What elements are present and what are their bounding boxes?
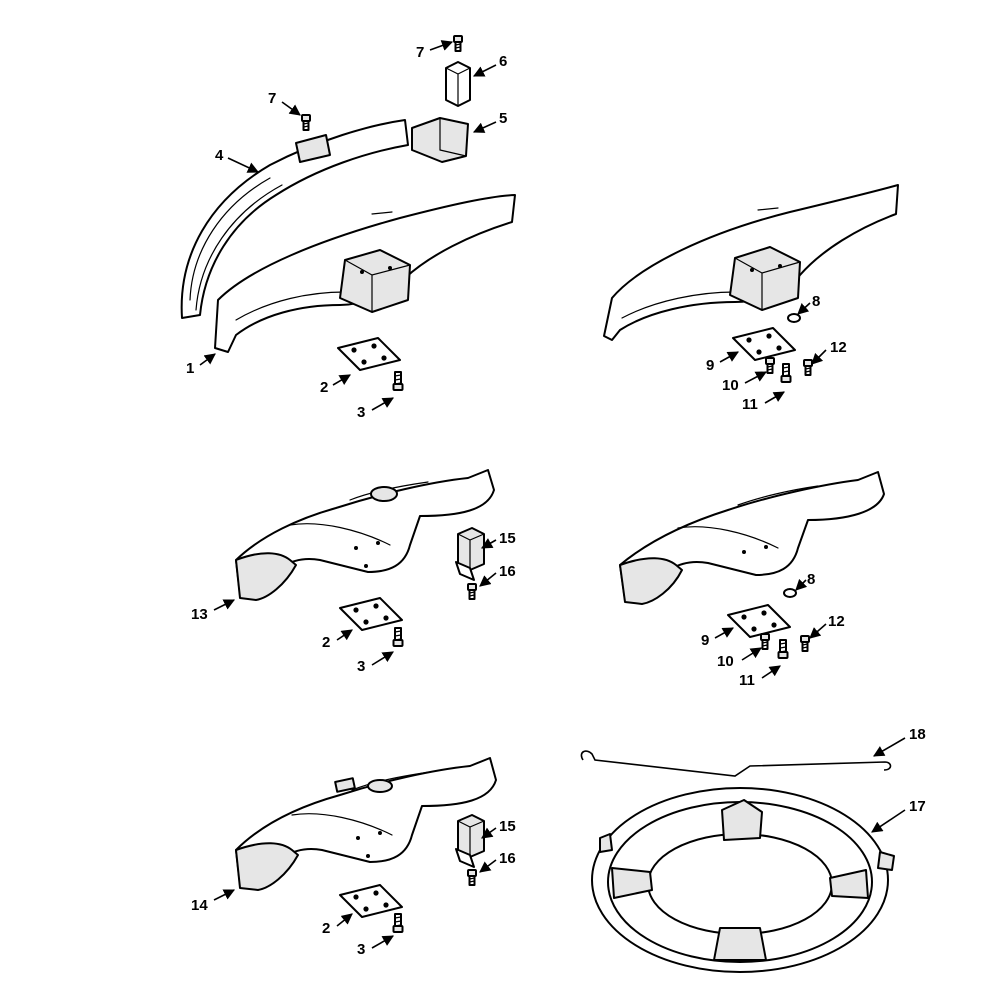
callout-11: 11 [742,396,758,413]
screw-7b [301,114,311,131]
screw-12b [803,359,813,376]
plate-9d [727,604,791,638]
callout-14: 14 [191,897,208,914]
callout-2: 2 [322,920,330,937]
screw-10d [760,633,770,650]
plate-2e [339,884,403,918]
guard-extension-4 [180,119,409,319]
washer-8b [787,313,801,323]
callout-11: 11 [739,672,755,689]
guard-ring-17 [591,787,895,973]
guard-assembly-d [619,471,885,659]
guard-assembly-e [235,757,497,933]
callout-15: 15 [499,530,516,547]
wire-clip-18 [580,750,892,777]
screw-10b [765,357,775,374]
screw-16c [467,583,477,600]
callout-16: 16 [499,850,516,867]
callout-12: 12 [830,339,847,356]
bracket-15c [455,527,485,581]
callout-16: 16 [499,563,516,580]
screw-7a [453,35,463,52]
guard-assembly-a [180,35,516,391]
screw-3a [392,371,404,391]
callout-7: 7 [268,90,276,107]
guard-assembly-c [235,469,495,647]
callout-3: 3 [357,404,365,421]
callout-2: 2 [320,379,328,396]
callout-labels: 1 2 3 4 5 6 7 7 8 9 10 11 12 13 2 3 15 1… [186,44,926,958]
callout-leaders [199,40,906,949]
callout-9: 9 [701,632,709,649]
screw-3e [392,913,404,933]
callout-4: 4 [215,147,224,164]
screw-11b [780,363,792,383]
guard-assembly-f [580,750,895,973]
screw-11d [777,639,789,659]
blade-guard-14 [235,757,497,889]
callout-12: 12 [828,613,845,630]
mount-box [339,249,411,313]
callout-13: 13 [191,606,208,623]
bracket-15e [455,814,485,868]
screw-12d [800,635,810,652]
callout-2: 2 [322,634,330,651]
callout-3: 3 [357,658,365,675]
callout-5: 5 [499,110,507,127]
callout-10: 10 [717,653,734,670]
plate-2a [337,337,401,371]
screw-16e [467,869,477,886]
washer-8d [783,588,797,598]
callout-8: 8 [812,293,820,310]
screw-3c [392,627,404,647]
callout-18: 18 [909,726,926,743]
callout-7: 7 [416,44,424,61]
callout-10: 10 [722,377,739,394]
callout-8: 8 [807,571,815,588]
callout-6: 6 [499,53,507,70]
callout-1: 1 [186,360,194,377]
callout-3: 3 [357,941,365,958]
guard-assembly-b [603,184,899,383]
plate-9b [732,327,796,361]
callout-15: 15 [499,818,516,835]
callout-17: 17 [909,798,926,815]
callout-9: 9 [706,357,714,374]
plate-2c [339,597,403,631]
